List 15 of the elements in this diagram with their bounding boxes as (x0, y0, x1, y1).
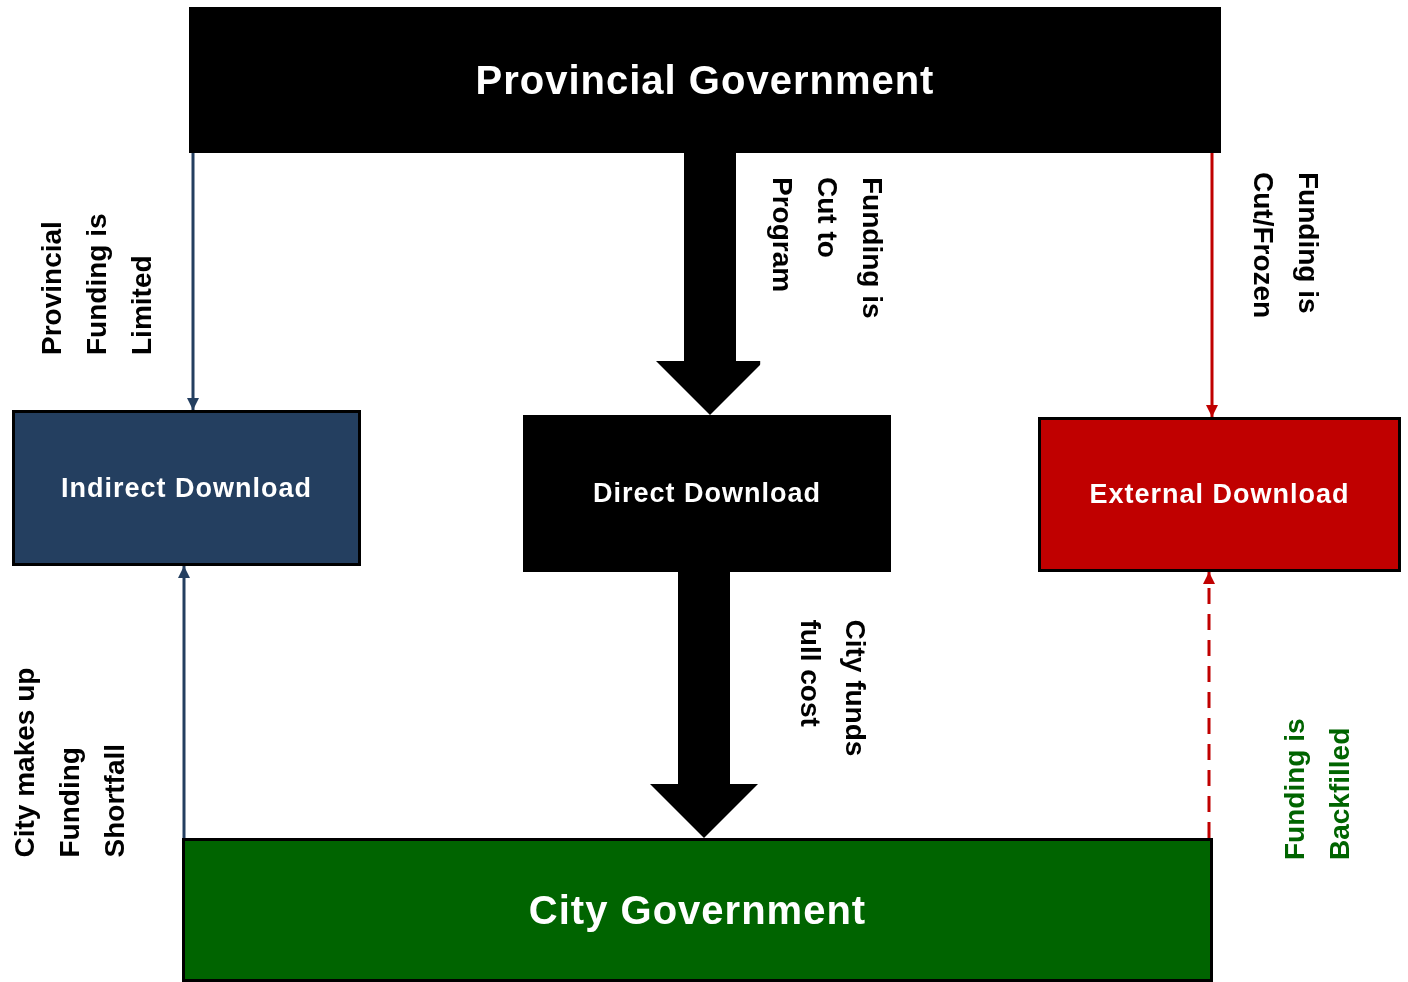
box-title: City Government (528, 887, 867, 933)
box-title: Indirect Download (61, 472, 312, 504)
arrow (1203, 572, 1215, 838)
process-box (523, 415, 891, 572)
arrow (178, 566, 190, 838)
process-box (1038, 417, 1401, 572)
process-box (189, 7, 1221, 153)
process-box (182, 838, 1213, 982)
box-title: External Download (1089, 479, 1350, 510)
arrow (187, 153, 199, 410)
box-title: Direct Download (593, 478, 821, 509)
block-arrow (650, 572, 758, 838)
box-title: Provincial Government (475, 57, 935, 103)
arrow (1206, 153, 1218, 417)
process-box (12, 410, 361, 566)
